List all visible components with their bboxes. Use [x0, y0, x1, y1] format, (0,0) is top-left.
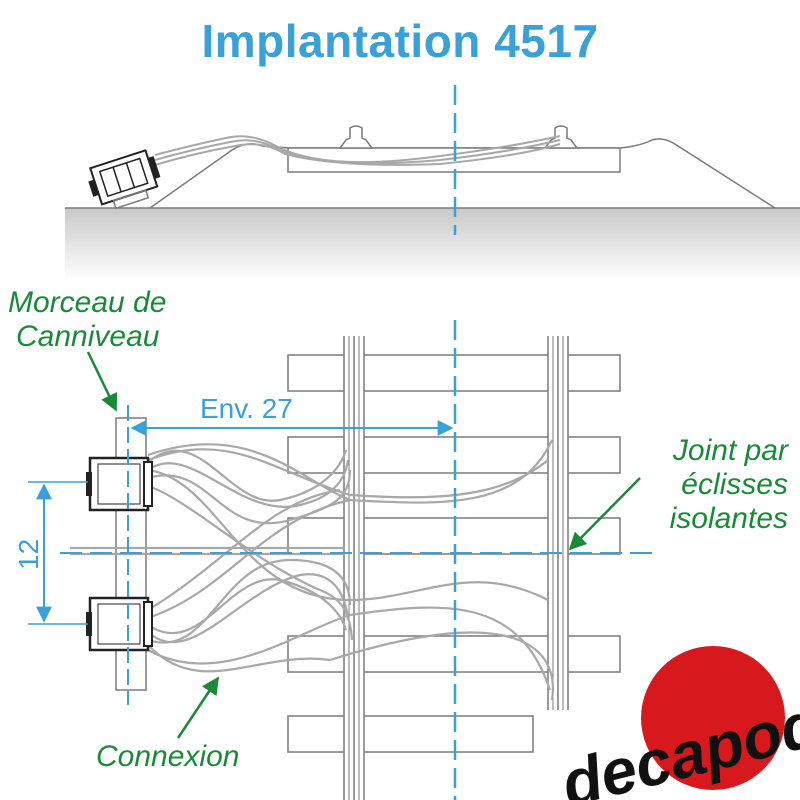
top-wires	[70, 439, 554, 701]
logo-red-disc	[641, 646, 785, 790]
callout-joint-line2: éclisses	[681, 468, 788, 501]
callout-arrow-joint	[568, 477, 641, 551]
rail-left-side	[338, 125, 374, 149]
side-view	[65, 85, 800, 280]
dimension-height-label: 12	[13, 539, 44, 570]
callout-connexion: Connexion	[96, 740, 239, 774]
callout-joint-line1: Joint par	[672, 434, 788, 467]
top-view: Env. 27 12	[13, 320, 655, 800]
page-title: Implantation 4517	[201, 15, 599, 67]
ground	[65, 208, 800, 280]
rail-right-side	[543, 125, 579, 149]
side-wires	[154, 135, 561, 166]
callout-arrow-connexion	[176, 676, 220, 739]
rail-right-top	[547, 336, 569, 710]
callout-joint-line3: isolantes	[669, 502, 788, 535]
motor-side	[88, 149, 161, 210]
motor-top-lower	[86, 596, 153, 652]
callout-connexion-text: Connexion	[96, 740, 240, 773]
dimension-width-label: Env. 27	[200, 393, 293, 424]
callout-morceau-line1: Morceau de	[8, 286, 167, 319]
motor-top-upper	[86, 456, 153, 512]
callout-morceau-line2: Canniveau	[16, 320, 160, 353]
callout-arrow-morceau	[86, 351, 118, 412]
callout-morceau: Morceau de Canniveau	[8, 286, 166, 354]
rail-left-top	[343, 336, 365, 800]
callout-joint: Joint par éclisses isolantes	[640, 434, 788, 536]
